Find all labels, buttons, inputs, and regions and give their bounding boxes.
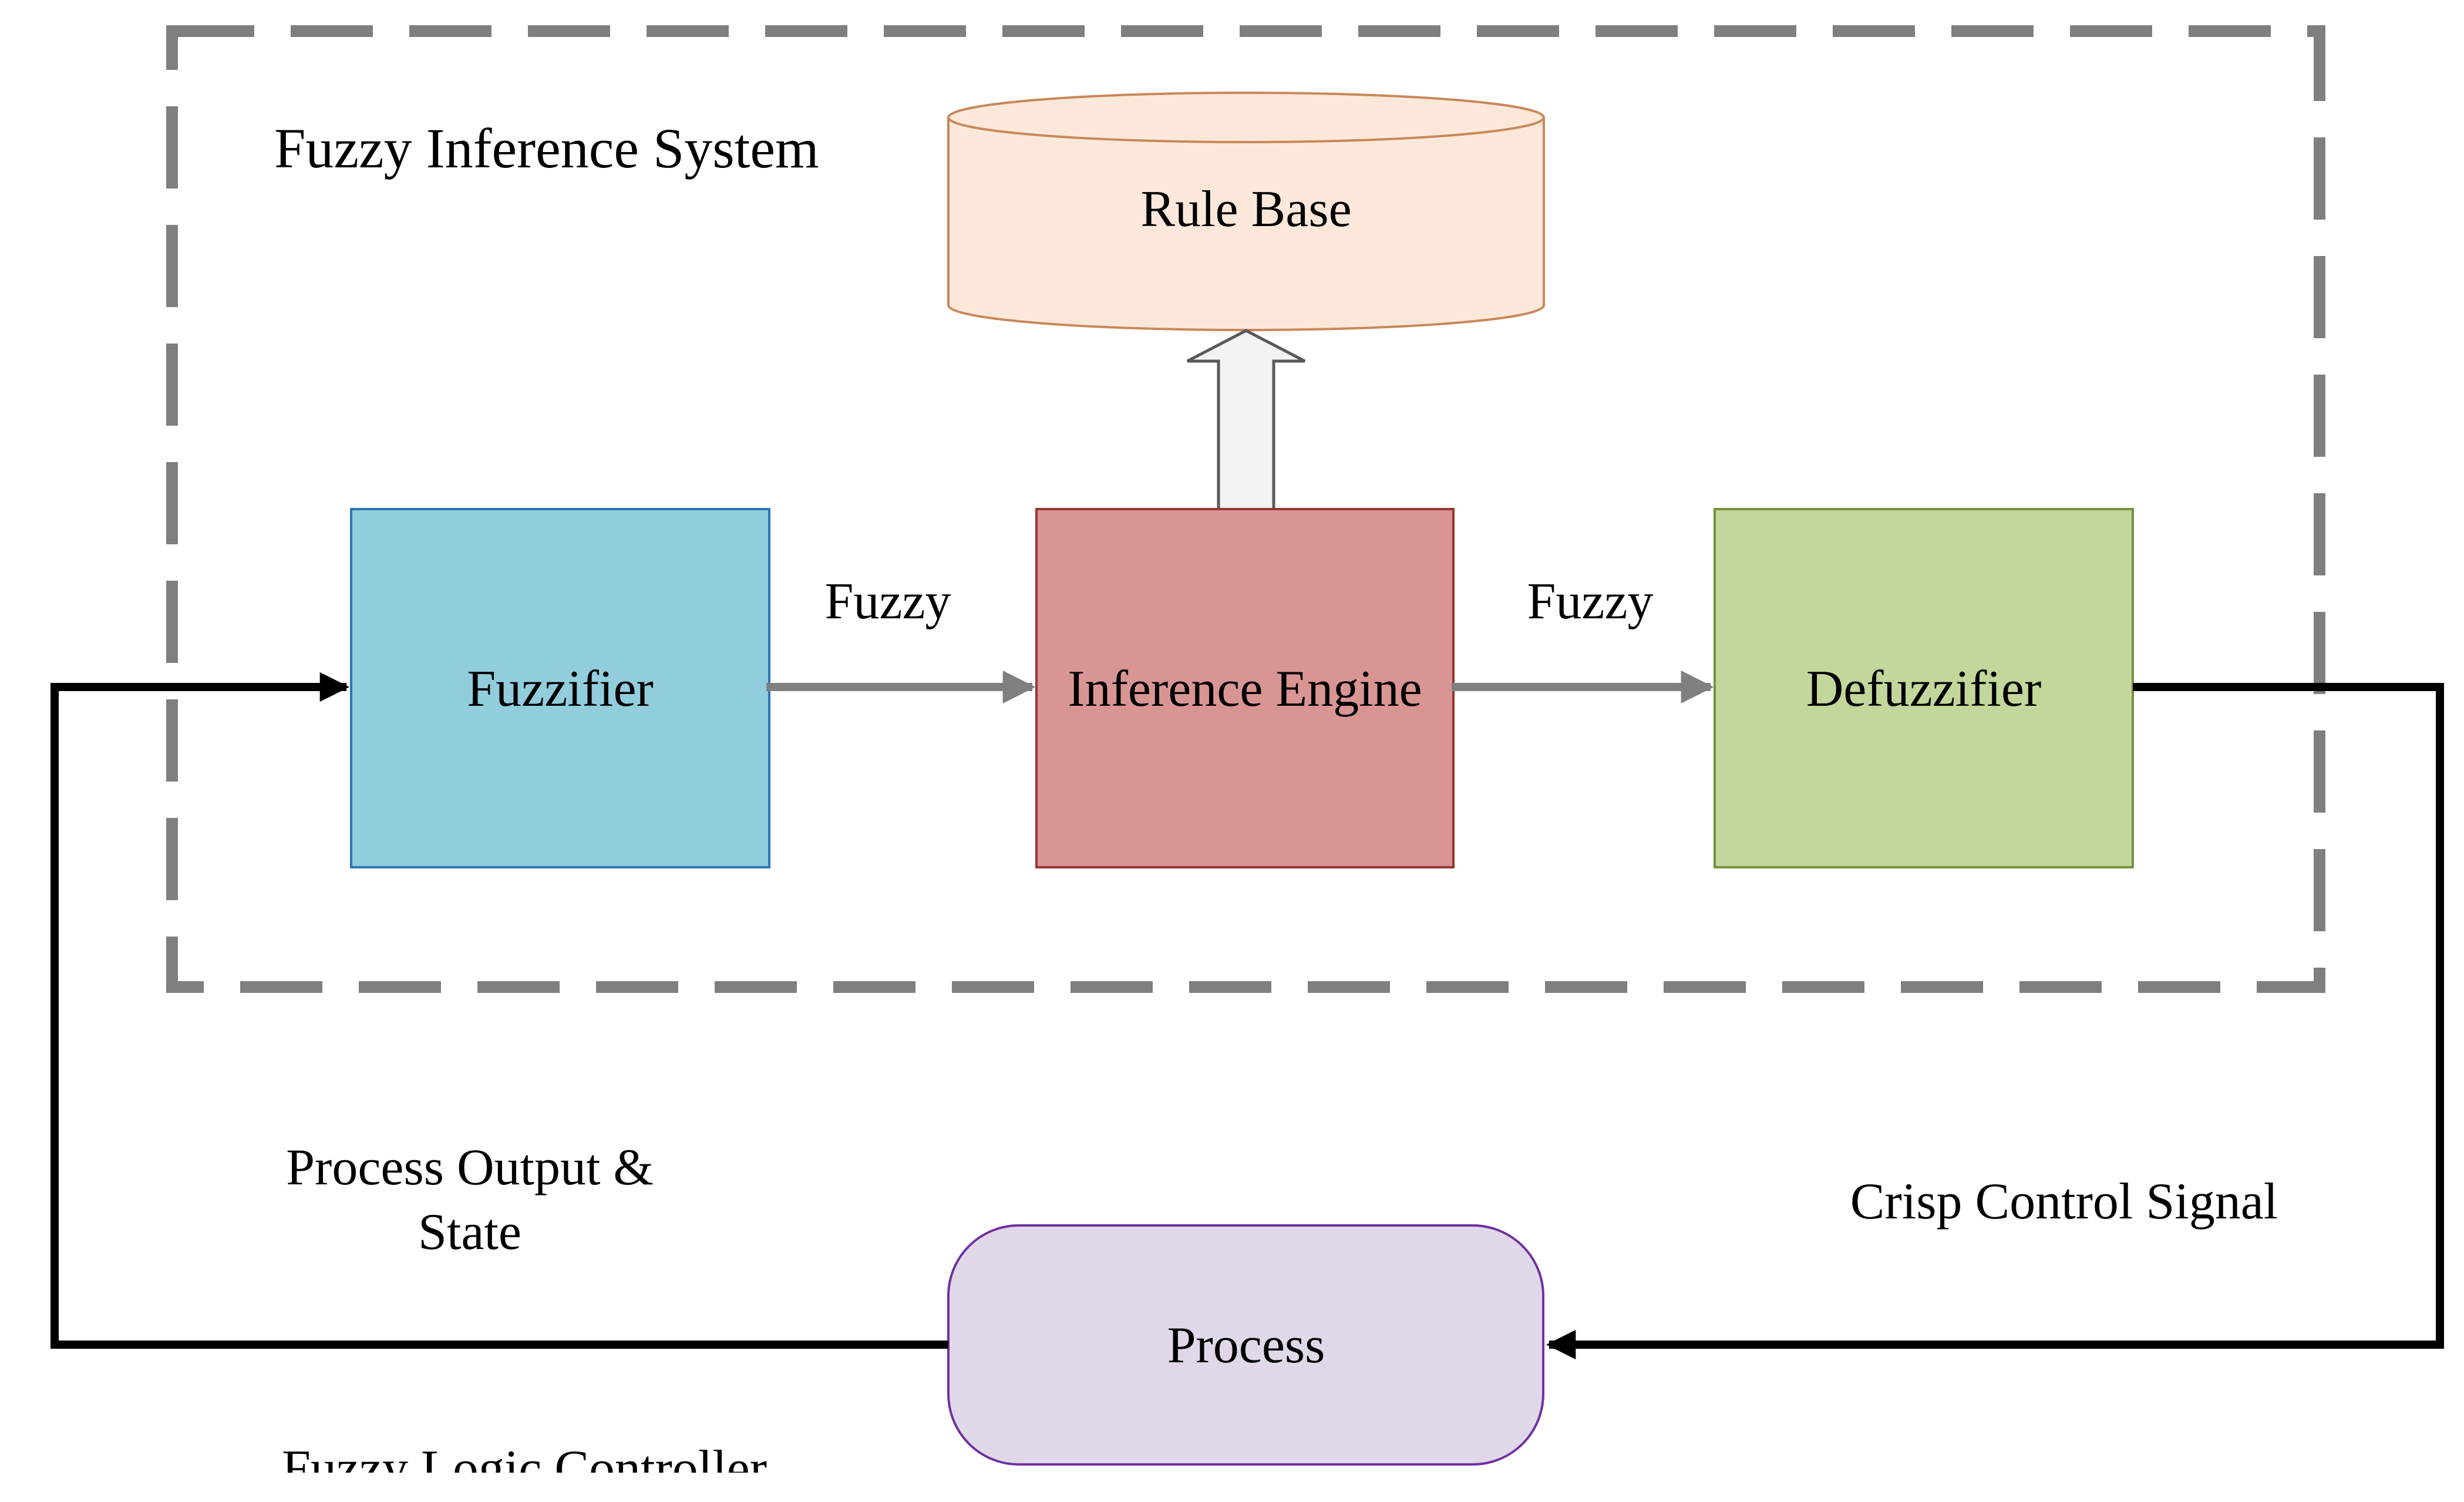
crisp-control-signal-arrow	[1546, 683, 2444, 1360]
crisp-control-signal-label: Crisp Control Signal	[1850, 1173, 2278, 1230]
process-feedback-arrow	[51, 672, 948, 1349]
fuzzy-in-label: Fuzzy	[824, 573, 951, 630]
bottom-mask	[0, 1473, 2464, 1502]
fuzzifier-label: Fuzzifier	[467, 661, 654, 718]
fuzzifier-block: Fuzzifier	[350, 508, 770, 868]
fuzzifier-box	[350, 508, 770, 868]
process-label: Process	[1167, 1317, 1325, 1374]
rule-base-top	[947, 92, 1545, 143]
inference-engine-block: Inference Engine	[1035, 508, 1455, 868]
rule-base-label: Rule Base	[1140, 181, 1351, 238]
defuzzifier-label: Defuzzifier	[1806, 661, 2042, 718]
process-output-label-line1: Process Output &	[286, 1139, 654, 1196]
system-label: Fuzzy Inference System	[274, 117, 819, 180]
inference-engine-label: Inference Engine	[1068, 661, 1422, 718]
inference-engine-box	[1035, 508, 1455, 868]
defuzzifier-block: Defuzzifier	[1714, 508, 2134, 868]
fuzzy-out-label: Fuzzy	[1527, 573, 1653, 630]
rule-base: Rule Base	[947, 92, 1545, 331]
process-block: Process	[947, 1224, 1544, 1466]
inference-system-boundary	[166, 25, 2325, 993]
process-output-label-line2: State	[418, 1204, 521, 1261]
